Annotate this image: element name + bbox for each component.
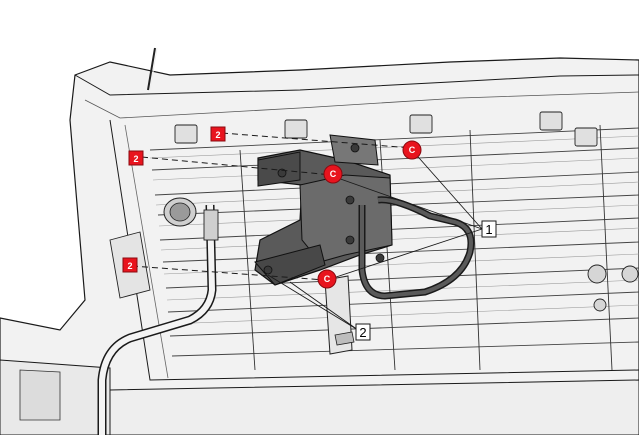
clip-marker-glyph: 2: [127, 261, 132, 271]
sensor-cable: [358, 196, 475, 300]
sensor-bracket: [254, 134, 393, 355]
clip-marker: 2: [122, 257, 138, 273]
nut-marker: C: [317, 269, 337, 289]
sensor-tube: [97, 204, 219, 435]
nut-marker: C: [323, 164, 343, 184]
callout-1-label: 1: [485, 222, 492, 237]
callout-2-label: 2: [359, 325, 366, 340]
clip-marker: 2: [210, 126, 226, 142]
callout-2: 2: [355, 323, 371, 341]
nut-marker-glyph: C: [324, 274, 331, 284]
leader-lines: [267, 149, 483, 331]
nut-marker-glyph: C: [409, 145, 416, 155]
nut-marker: C: [402, 140, 422, 160]
alignment-lines: [131, 132, 413, 281]
callout-1: 1: [481, 220, 497, 238]
clip-marker: 2: [128, 150, 144, 166]
clip-marker-glyph: 2: [215, 130, 220, 140]
nut-marker-glyph: C: [330, 169, 337, 179]
clip-marker-glyph: 2: [133, 154, 138, 164]
